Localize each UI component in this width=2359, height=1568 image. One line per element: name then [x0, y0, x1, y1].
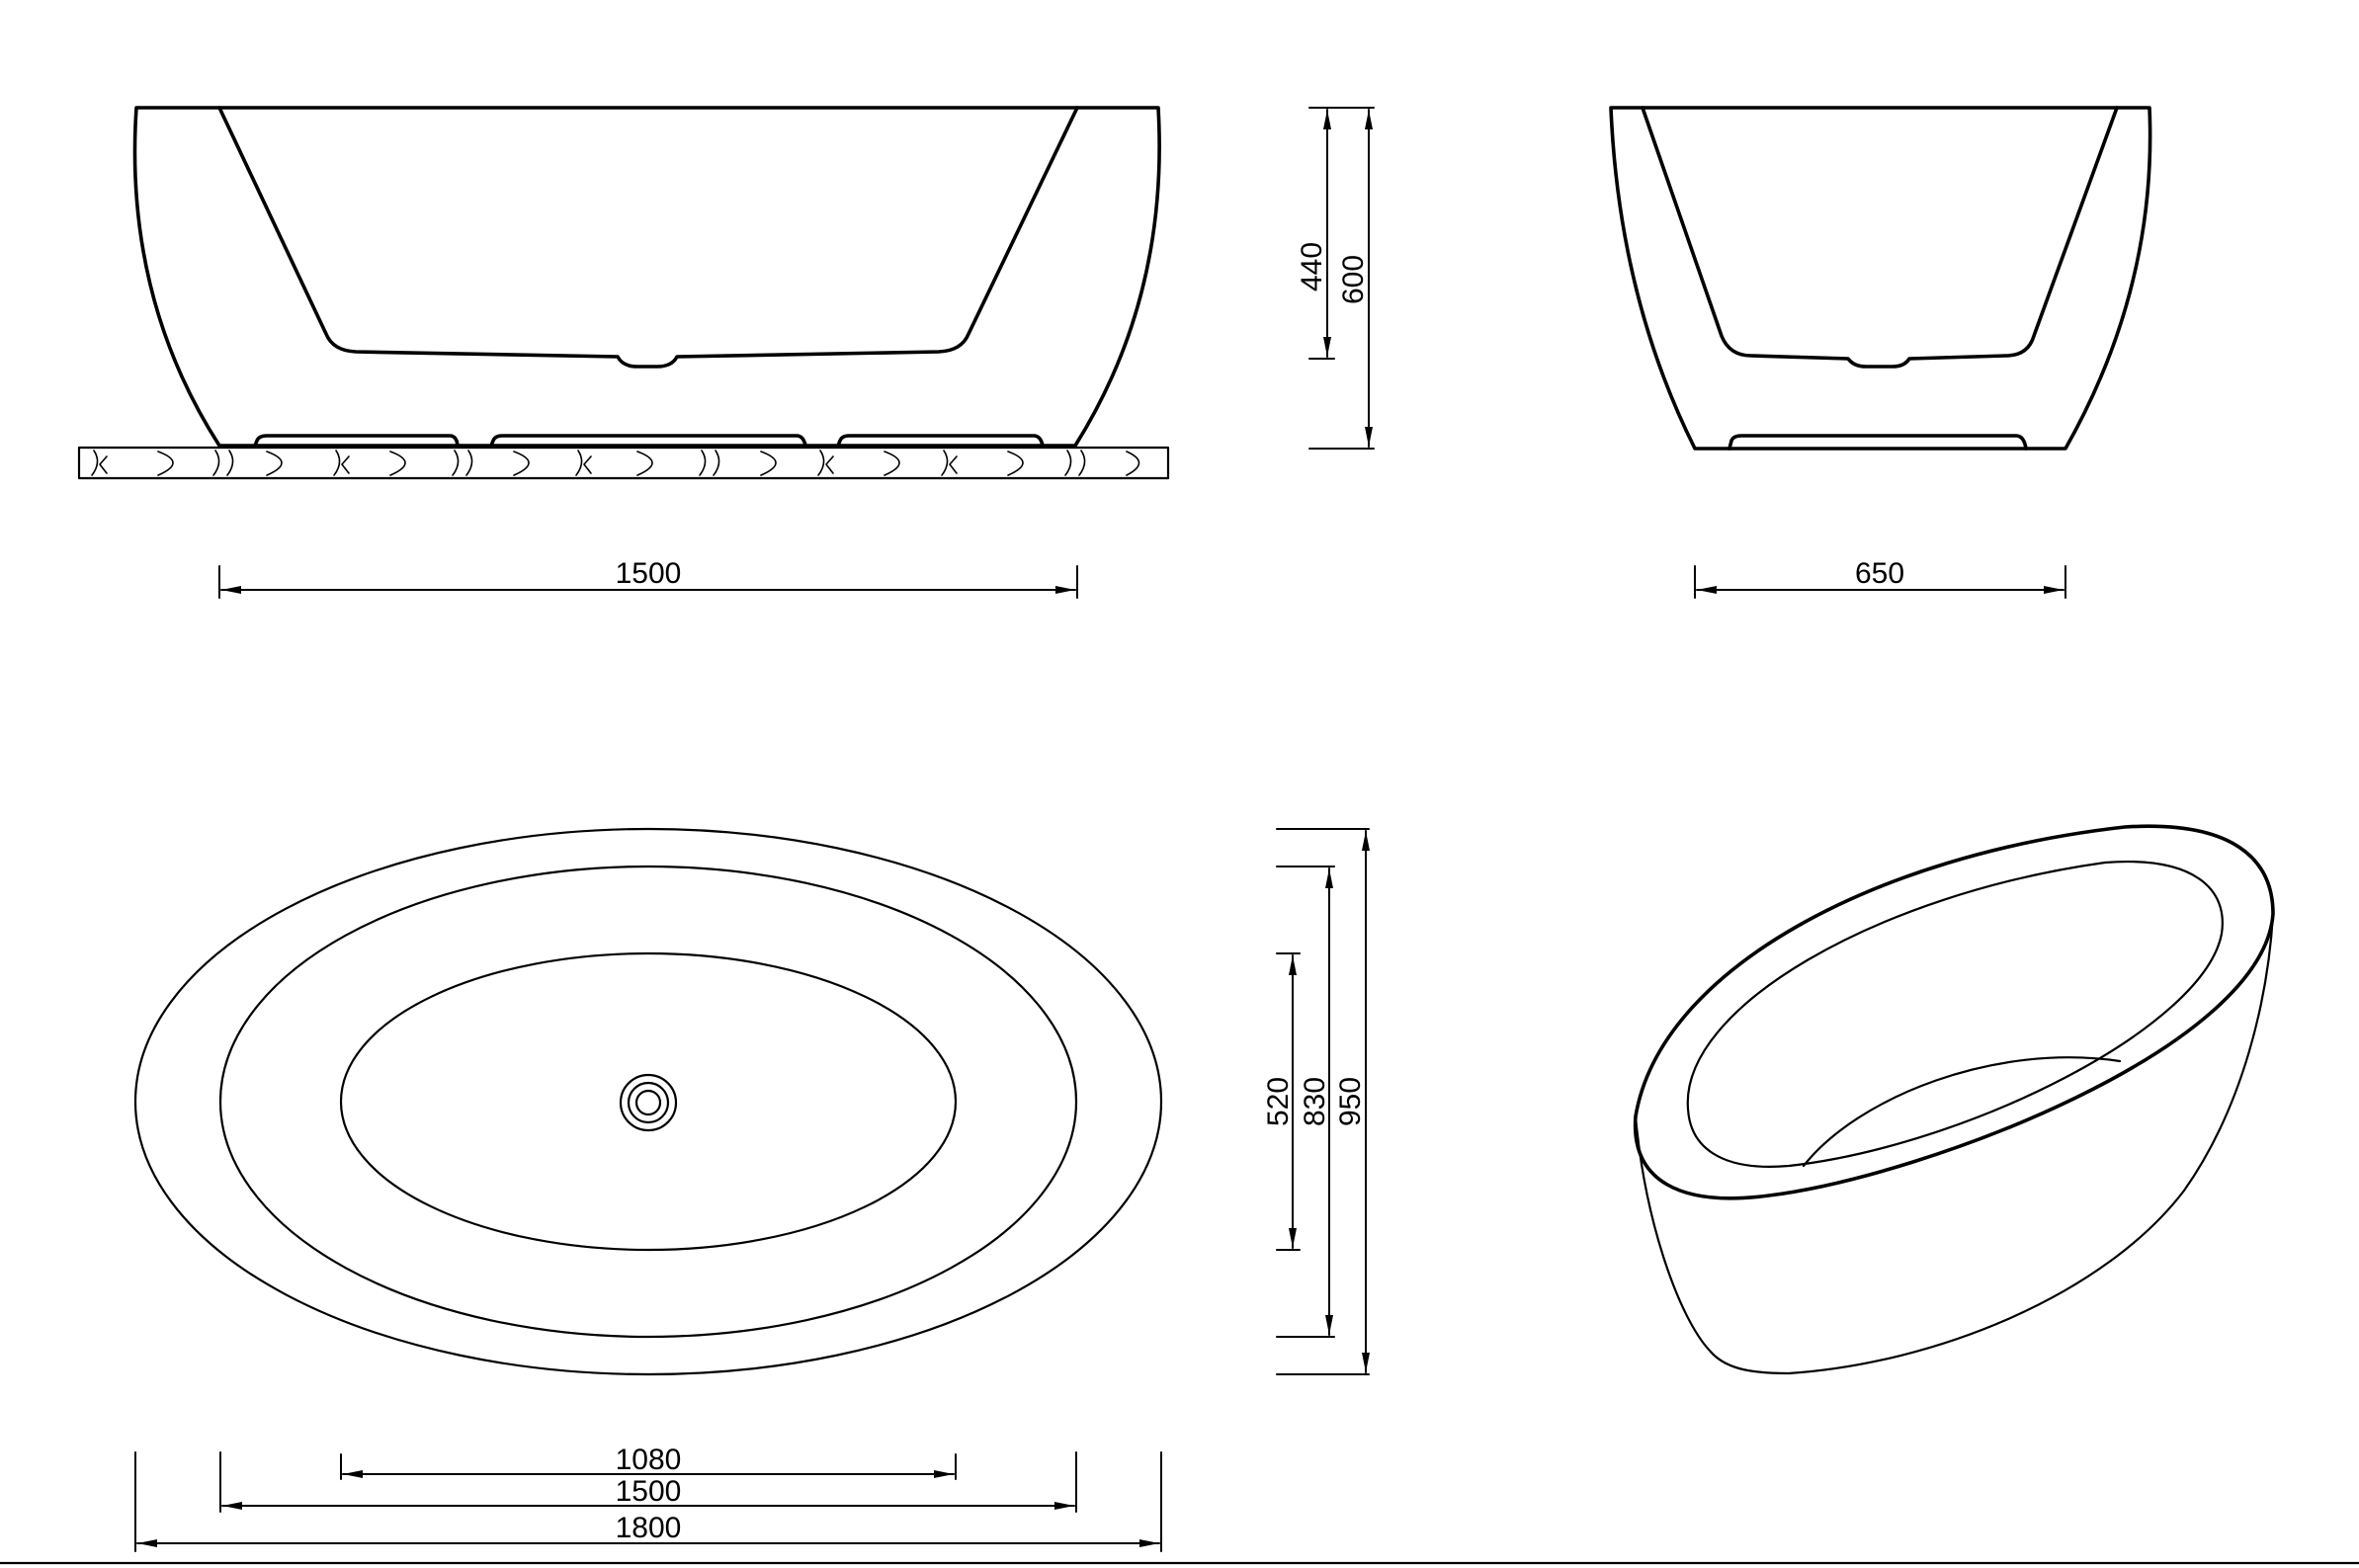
outer-width-label: 950	[1334, 1077, 1367, 1126]
top-width-dimensions: 950 830 520	[1262, 828, 1370, 1375]
side-view: 650	[1609, 106, 2152, 599]
side-width-label: 650	[1855, 557, 1904, 590]
front-base-plinth	[77, 446, 1170, 480]
top-length-dimensions: 1080 1500 1800	[134, 1444, 1162, 1552]
front-outer-shell	[132, 106, 1161, 448]
mid-width-label: 830	[1299, 1077, 1331, 1126]
side-outer-shell	[1609, 106, 2152, 451]
top-outer-rim	[133, 827, 1163, 1376]
top-view: 1080 1500 1800 950 830 520	[133, 827, 1370, 1552]
outer-length-label: 1800	[616, 1512, 682, 1544]
side-support-foot	[1727, 434, 2028, 451]
front-support-feet	[253, 434, 1045, 448]
iso-inner-rim	[1686, 861, 2224, 1168]
drain-icon	[619, 1073, 678, 1132]
isometric-view	[1633, 824, 2275, 1375]
side-width-dimension: 650	[1694, 557, 2066, 599]
front-width-dimension: 1500	[218, 557, 1078, 599]
inner-width-label: 520	[1262, 1077, 1295, 1126]
top-inner-rim	[218, 865, 1078, 1339]
iso-outer-rim	[1633, 824, 2275, 1200]
mid-length-label: 1500	[616, 1475, 682, 1508]
height-label: 600	[1337, 255, 1370, 304]
front-width-label: 1500	[616, 557, 682, 590]
iso-shell-body	[1634, 912, 2275, 1375]
iso-basin-floor	[1802, 1056, 2122, 1168]
plinth-hatching	[91, 450, 1140, 476]
side-inner-basin	[1641, 106, 2119, 369]
inner-length-label: 1080	[616, 1444, 682, 1476]
front-inner-basin	[217, 106, 1079, 369]
top-basin-floor	[339, 951, 958, 1252]
front-view: 1500	[77, 106, 1170, 599]
height-dimensions: 440 600	[1296, 107, 1375, 450]
inner-depth-label: 440	[1296, 242, 1328, 291]
